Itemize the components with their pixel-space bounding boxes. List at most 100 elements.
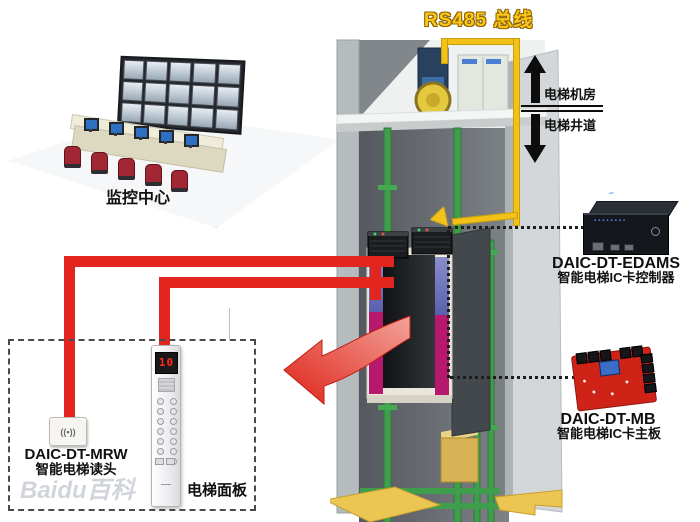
monitoring-center-label: 监控中心 — [106, 190, 171, 207]
cabinet-terminal-strip — [486, 59, 501, 64]
rs485-bus-label: RS485 总线 — [424, 10, 534, 31]
machine-room-arrow-stem — [531, 72, 540, 103]
panel-floor-display: 10 — [155, 352, 178, 374]
desktop-monitor — [159, 130, 174, 144]
panel-button-grid — [157, 398, 177, 465]
mb-component — [592, 390, 596, 394]
mb-connector — [642, 373, 656, 384]
video-wall-screen — [214, 108, 239, 131]
video-wall-screen — [191, 84, 215, 107]
edams-port — [610, 244, 620, 251]
desktop-monitor — [84, 118, 99, 132]
door-open-button — [155, 458, 164, 465]
counterweight — [440, 437, 479, 483]
red-cable-reader-vertical — [64, 256, 75, 418]
edams-model-label: DAIC-DT-EDAMS — [552, 255, 680, 272]
mb-connector — [641, 363, 655, 374]
rs485-bus-line-right — [513, 38, 520, 226]
rail-bracket — [378, 185, 397, 190]
baidu-baike-watermark: Baidu百科 — [20, 477, 135, 504]
office-chair — [64, 146, 81, 168]
mrw-name-label: 智能电梯读头 — [35, 462, 117, 477]
elevator-panel: 10 — [151, 345, 181, 507]
red-cable-car-stub — [370, 256, 381, 300]
cutaway-wedge — [359, 40, 430, 118]
red-cable-panel-vertical — [159, 277, 170, 348]
video-wall-screen — [145, 60, 168, 82]
dashed-link-mb — [450, 376, 576, 379]
hoistway-arrow-stem — [531, 114, 540, 145]
office-chair — [91, 152, 108, 174]
video-wall-screen — [217, 63, 242, 86]
mb-name-label: 智能电梯IC卡主板 — [556, 426, 661, 441]
edams-led-row: ▪▪▪▪▪▪▪▪ — [594, 218, 628, 224]
video-wall-screen — [167, 83, 191, 105]
edams-logo-mark: ▪▪ — [604, 191, 617, 197]
rs485-bus-line-top — [441, 38, 520, 45]
red-cable-panel-horizontal — [159, 277, 394, 288]
car-door-post-upper — [435, 257, 449, 315]
video-wall-screen — [143, 103, 166, 125]
machine-room-arrow-up-icon — [524, 55, 546, 73]
tower-right-wall-edge — [505, 61, 513, 505]
desktop-monitor — [109, 122, 124, 136]
desktop-monitor — [134, 126, 149, 140]
car-roof-controller — [367, 231, 409, 259]
machine-room-label: 电梯机房 — [544, 87, 597, 102]
mb-connector — [575, 352, 588, 365]
edams-port — [624, 244, 634, 251]
video-wall-screen — [166, 105, 190, 127]
mb-connector — [619, 346, 632, 360]
edams-device: ▪▪▪▪▪▪▪▪ — [583, 213, 669, 255]
panel-label: 电梯面板 — [186, 482, 247, 499]
base-plate-left — [330, 486, 442, 522]
video-wall-screen — [144, 82, 167, 104]
cabinet-terminal-strip — [462, 59, 477, 64]
mb-component — [610, 392, 614, 396]
card-reader-device: ((•)) — [49, 417, 87, 446]
mb-component — [625, 380, 629, 384]
mb-chip — [598, 359, 621, 377]
sheave-hub — [426, 93, 440, 107]
video-wall-screen — [192, 62, 217, 84]
dashed-link-vertical — [447, 230, 450, 378]
base-plate-right — [494, 489, 563, 516]
dashed-link-edams — [448, 226, 584, 229]
mb-model-label: DAIC-DT-MB — [560, 411, 656, 428]
video-wall-screen — [215, 85, 240, 108]
mb-board-device — [570, 345, 658, 412]
pit-crossbar — [360, 488, 500, 494]
car-door-post-lower — [435, 315, 449, 397]
rail-bracket — [378, 405, 397, 410]
video-wall-screen — [190, 106, 214, 129]
leader-line — [229, 308, 230, 339]
antenna-icon: ((•)) — [60, 426, 76, 437]
office-chair — [145, 164, 162, 186]
car-roof-controller — [411, 227, 453, 255]
video-wall-screen — [121, 81, 144, 102]
video-wall-screen — [120, 102, 143, 124]
rs485-bus-line-left — [441, 38, 448, 64]
panel-keyhole — [161, 484, 171, 485]
mrw-model-label: DAIC-DT-MRW — [24, 446, 128, 463]
mb-connector — [643, 382, 657, 394]
office-chair — [171, 170, 188, 192]
level-divider-line — [521, 105, 603, 107]
desktop-monitor — [184, 134, 199, 148]
edams-power-port — [592, 242, 604, 251]
level-divider-line — [521, 110, 603, 112]
elevator-tower-illustration — [330, 39, 563, 522]
edams-name-label: 智能电梯IC卡控制器 — [557, 270, 675, 285]
car-sill — [367, 395, 452, 403]
dashed-region-box — [8, 339, 256, 511]
hoistway-label: 电梯井道 — [544, 118, 597, 133]
mb-connector — [640, 353, 654, 364]
video-wall-screen — [168, 61, 192, 83]
pit-crossbar — [368, 503, 518, 509]
video-wall-screen — [123, 59, 145, 81]
mb-component — [582, 379, 587, 383]
video-wall — [116, 55, 246, 135]
hoistway-arrow-down-icon — [524, 145, 546, 163]
office-chair — [118, 158, 135, 180]
